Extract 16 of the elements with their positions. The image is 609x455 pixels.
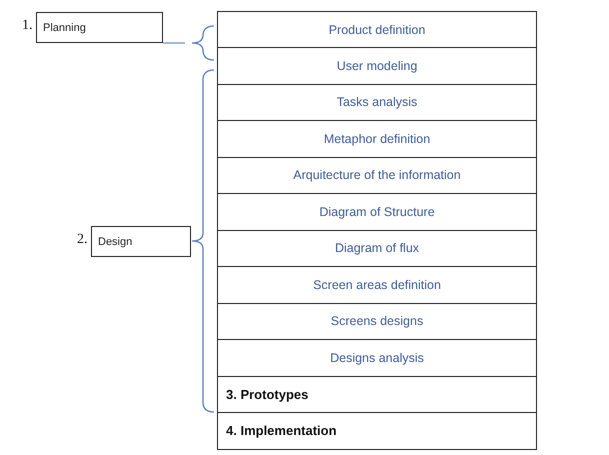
step-number: 2. — [77, 232, 88, 248]
activity-row: Screens designs — [217, 303, 537, 340]
stage-box: Design — [91, 226, 191, 257]
activity-row: User modeling — [217, 48, 537, 84]
phase-row: 3. Prototypes — [217, 376, 537, 413]
activity-row: Metaphor definition — [217, 120, 537, 158]
activity-row: Arquitecture of the information — [217, 157, 537, 194]
activity-row: Product definition — [217, 11, 537, 48]
activity-row: Screen areas definition — [217, 266, 537, 304]
activity-row: Diagram of Structure — [217, 194, 537, 230]
activity-row: Tasks analysis — [217, 84, 537, 121]
stage-box: Planning — [36, 12, 163, 43]
phase-row: 4. Implementation — [217, 412, 537, 450]
step-number: 1. — [22, 18, 32, 34]
activity-row: Designs analysis — [217, 340, 537, 376]
activity-row: Diagram of flux — [217, 230, 537, 267]
